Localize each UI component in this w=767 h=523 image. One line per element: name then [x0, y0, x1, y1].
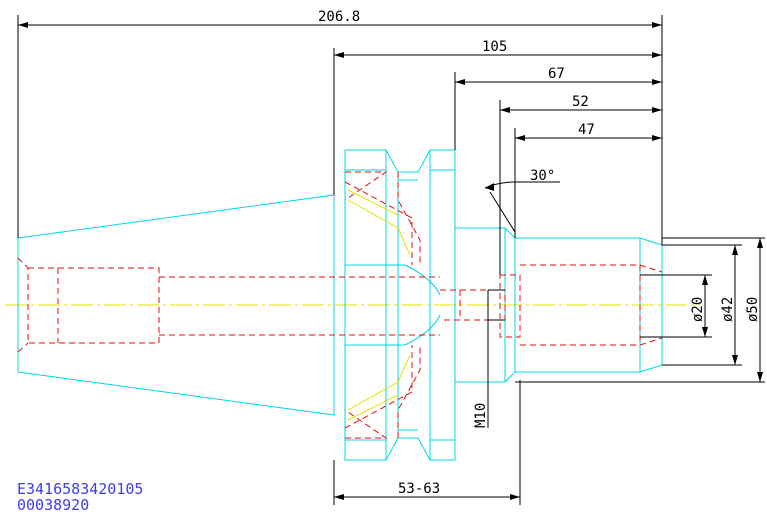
part-number: 00038920	[17, 496, 90, 514]
dim-105: 105	[482, 39, 507, 55]
dim-47: 47	[578, 122, 595, 138]
dimension-lines	[17, 15, 765, 505]
dim-52: 52	[572, 94, 589, 110]
dim-67: 67	[548, 66, 565, 82]
dim-angle: 30°	[530, 168, 555, 184]
dim-gauge-range: 53-63	[398, 481, 440, 497]
section-lines	[347, 189, 411, 421]
hidden-lines	[17, 171, 663, 439]
dim-overall-length: 206.8	[318, 9, 360, 25]
dim-dia-42: ø42	[720, 297, 736, 322]
dim-thread: M10	[473, 403, 489, 428]
arrowheads	[18, 22, 763, 500]
dim-dia-50: ø50	[745, 297, 761, 322]
part-code: E3416583420105	[17, 480, 144, 498]
dim-dia-20: ø20	[690, 297, 706, 322]
